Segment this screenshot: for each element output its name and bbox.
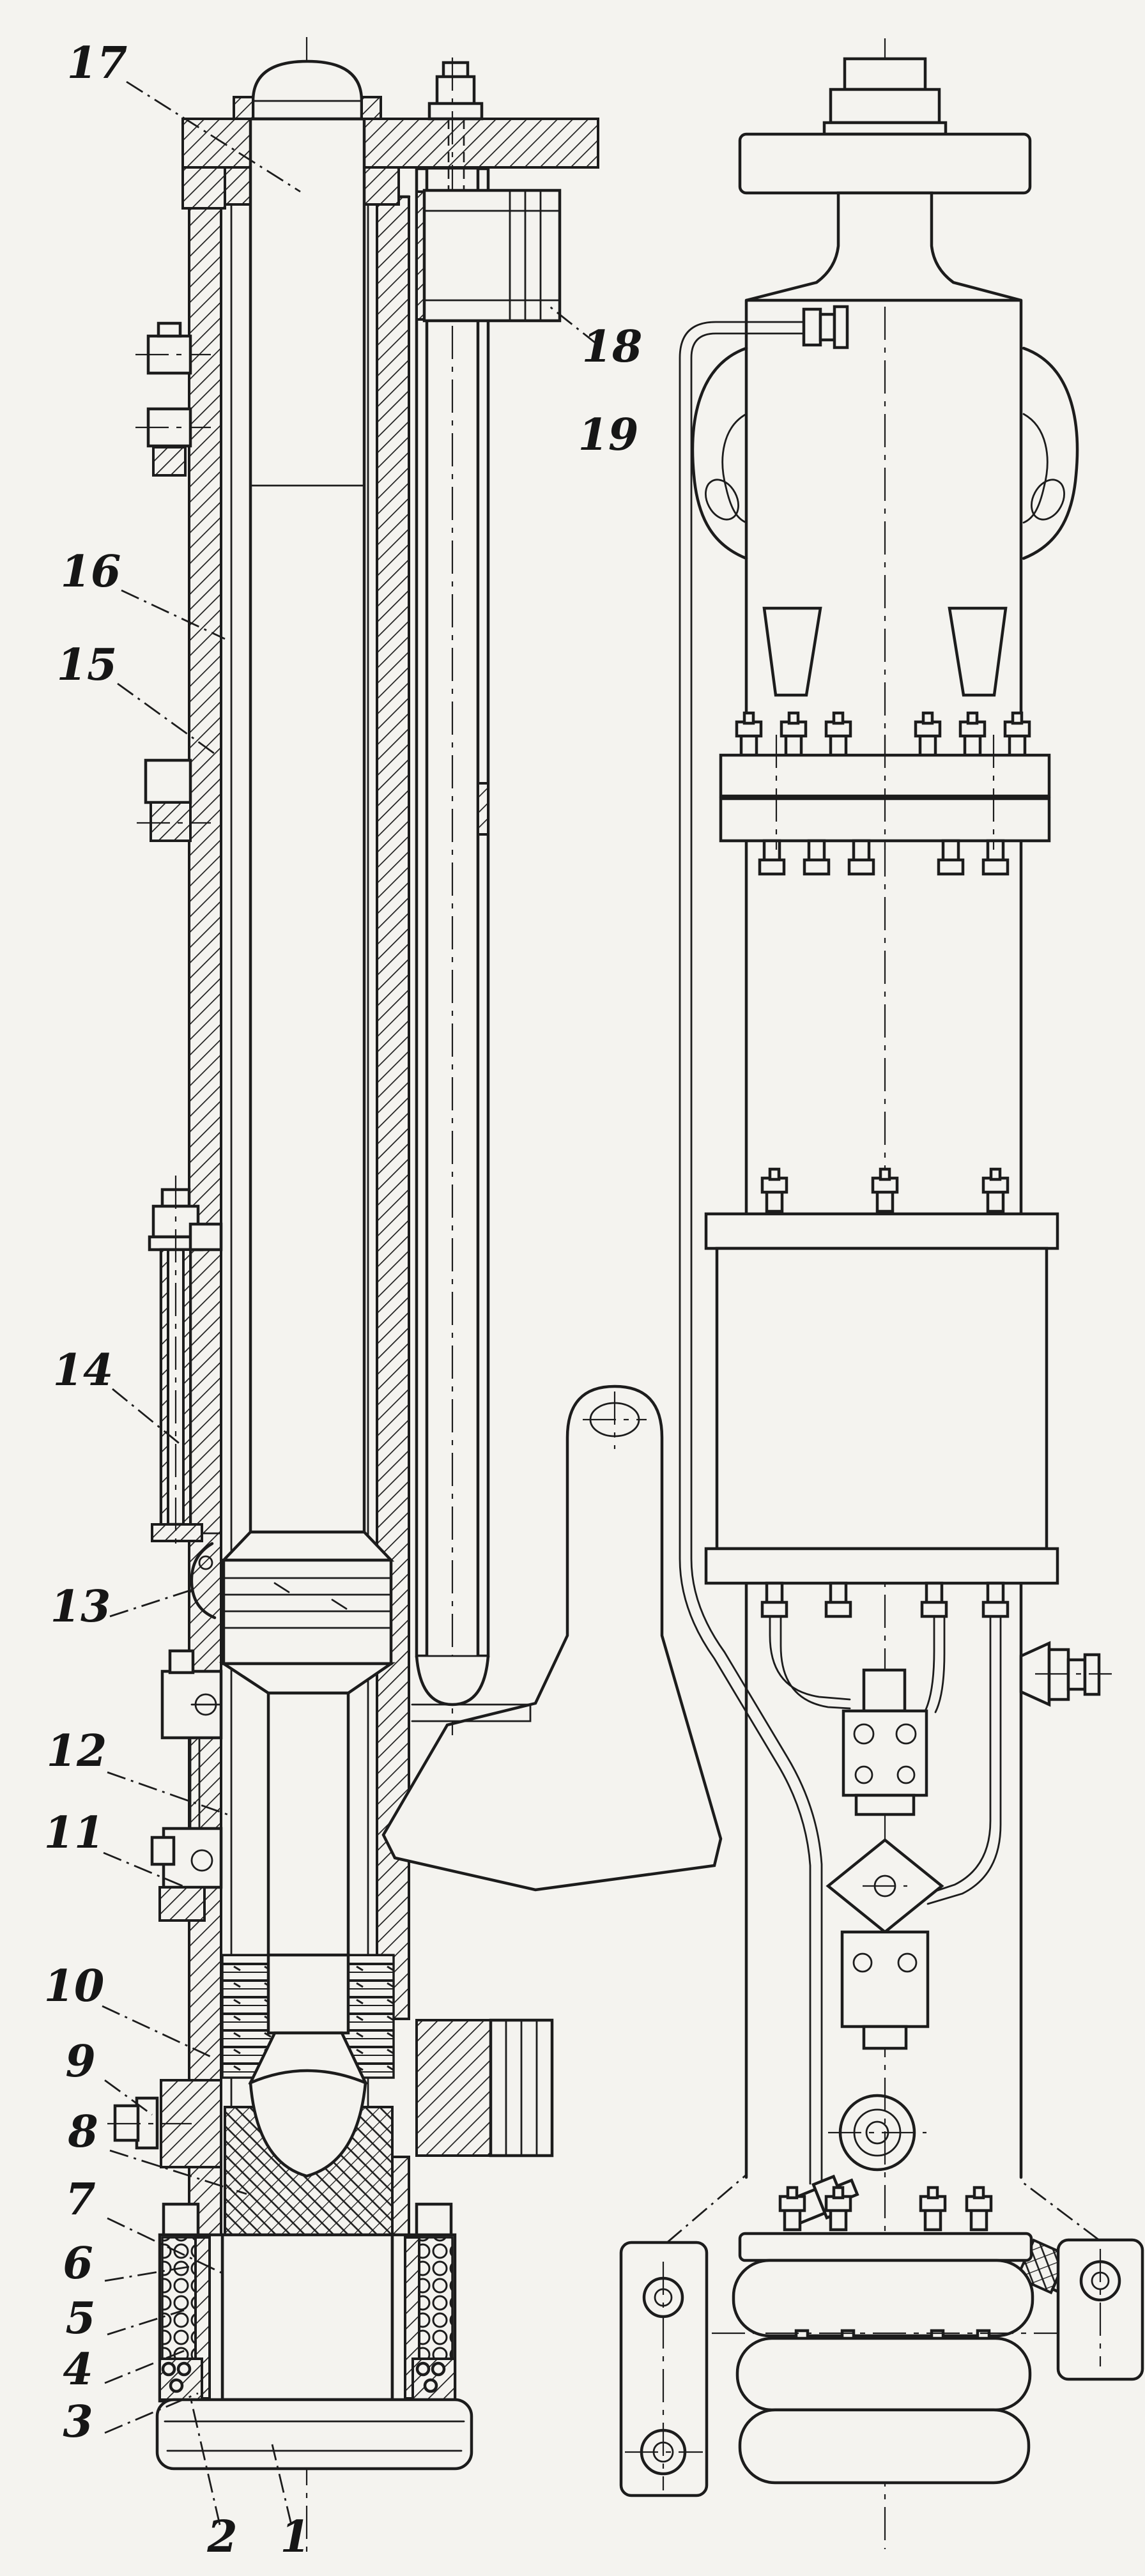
callout-leader-18 xyxy=(548,304,599,346)
coupling-flange xyxy=(719,713,1051,874)
callout-leader-17 xyxy=(126,80,301,193)
callout-number-17: 17 xyxy=(67,38,128,89)
callout-number-18: 18 xyxy=(582,321,643,372)
callout-number-12: 12 xyxy=(47,1726,107,1777)
spherical-rod-end xyxy=(248,2031,368,2178)
valve-bracket-upper xyxy=(160,1649,223,1830)
callout-leader-5 xyxy=(107,2309,185,2336)
callout-number-2: 2 xyxy=(206,2511,237,2563)
valve-bracket-lower xyxy=(150,1827,223,1922)
callout-leader-8 xyxy=(109,2149,247,2195)
callout-leader-15 xyxy=(117,682,219,758)
feed-tube-and-lever xyxy=(381,57,723,1892)
callout-number-9: 9 xyxy=(65,2036,95,2087)
callout-leader-6 xyxy=(104,2266,190,2282)
wall-lug xyxy=(137,758,211,842)
lever-arm xyxy=(381,1384,723,1892)
callout-leader-12 xyxy=(107,1771,228,1816)
callout-number-6: 6 xyxy=(63,2238,93,2289)
bellows-cushion xyxy=(658,2188,1114,2485)
callout-leader-4 xyxy=(104,2349,187,2384)
top-cap xyxy=(738,57,1032,302)
left-section-view xyxy=(107,37,599,2556)
callout-number-7: 7 xyxy=(65,2174,95,2225)
callout-leader-16 xyxy=(121,589,226,640)
rod-cap-nut xyxy=(233,59,382,121)
side-port-flange xyxy=(415,2018,554,2158)
piston xyxy=(219,1530,396,1958)
callout-leader-11 xyxy=(103,1851,183,1887)
callout-leader-9 xyxy=(104,2079,153,2116)
bearing-cluster xyxy=(158,2358,456,2401)
callout-leader-2 xyxy=(189,2396,221,2526)
wall-bolts xyxy=(135,321,211,477)
callout-number-15: 15 xyxy=(57,640,118,691)
callout-number-1: 1 xyxy=(280,2511,310,2563)
base-cup xyxy=(155,2398,473,2471)
tie-rod xyxy=(148,1176,223,1560)
callout-number-19: 19 xyxy=(578,410,639,461)
mounting-plates xyxy=(619,2174,1144,2497)
callout-number-8: 8 xyxy=(67,2106,98,2158)
latch xyxy=(190,1542,217,1620)
callout-leader-13 xyxy=(109,1587,197,1618)
callout-number-14: 14 xyxy=(53,1345,114,1396)
callout-number-11: 11 xyxy=(44,1807,105,1859)
rod-through-discs xyxy=(266,1953,350,2035)
guide-tabs xyxy=(762,606,1008,697)
external-pipe xyxy=(679,305,849,2185)
callout-leader-1 xyxy=(271,2444,293,2526)
callout-leader-10 xyxy=(102,2005,215,2060)
feed-tube xyxy=(411,57,532,1735)
side-bolt xyxy=(107,2079,222,2168)
bottom-spring-columns xyxy=(158,2202,457,2403)
callout-number-4: 4 xyxy=(63,2344,93,2395)
flange-bolt xyxy=(427,61,484,250)
callout-leader-3 xyxy=(104,2392,199,2434)
right-side-view xyxy=(619,38,1144,2549)
ribbed-clamp-fitting xyxy=(422,188,562,323)
oil-tank xyxy=(704,1169,1059,1616)
callout-number-10: 10 xyxy=(44,1961,105,2012)
callout-number-16: 16 xyxy=(61,546,121,597)
callout-number-3: 3 xyxy=(63,2396,93,2448)
callout-number-13: 13 xyxy=(50,1581,111,1632)
callout-number-5: 5 xyxy=(65,2293,95,2344)
callout-leader-14 xyxy=(112,1388,182,1446)
callout-leader-7 xyxy=(107,2217,223,2274)
piston-rod xyxy=(249,117,366,1534)
